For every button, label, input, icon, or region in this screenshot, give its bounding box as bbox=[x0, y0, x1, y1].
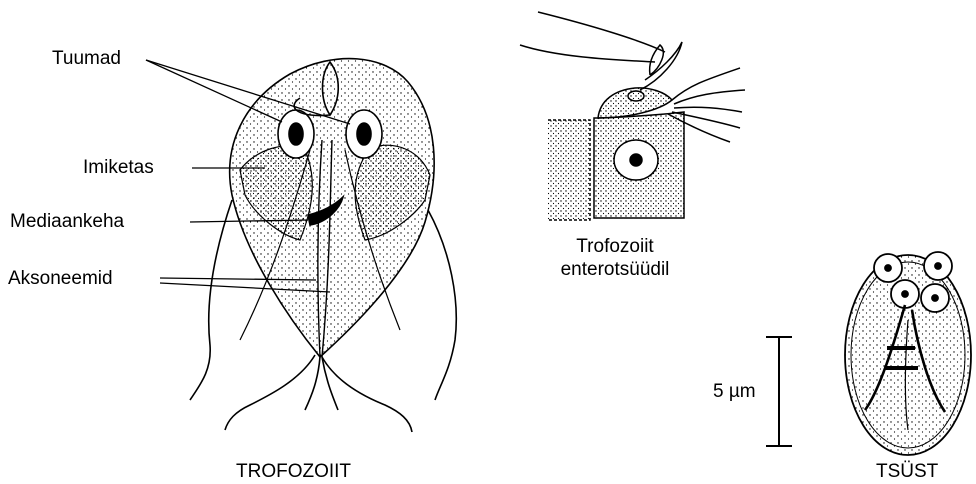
trophozoite-drawing bbox=[190, 59, 456, 432]
attached-caption-line2: enterotsüüdil bbox=[557, 259, 673, 281]
cyst-caption: TSÜST bbox=[876, 461, 938, 483]
label-axonemes: Aksoneemid bbox=[8, 268, 113, 290]
enterocyte-drawing bbox=[520, 12, 745, 220]
label-sucking-disc: Imiketas bbox=[83, 157, 154, 179]
cyst-drawing bbox=[845, 252, 971, 455]
enterocyte-left bbox=[548, 120, 590, 220]
label-nuclei: Tuumad bbox=[52, 48, 121, 70]
label-median-body: Mediaankeha bbox=[10, 211, 124, 233]
attached-trophozoite bbox=[598, 88, 672, 118]
attached-caption-line1: Trofozoiit bbox=[566, 236, 664, 258]
scale-bar bbox=[766, 337, 792, 446]
scale-bar-label: 5 µm bbox=[713, 381, 756, 403]
trophozoite-caption: TROFOZOIIT bbox=[236, 461, 351, 483]
